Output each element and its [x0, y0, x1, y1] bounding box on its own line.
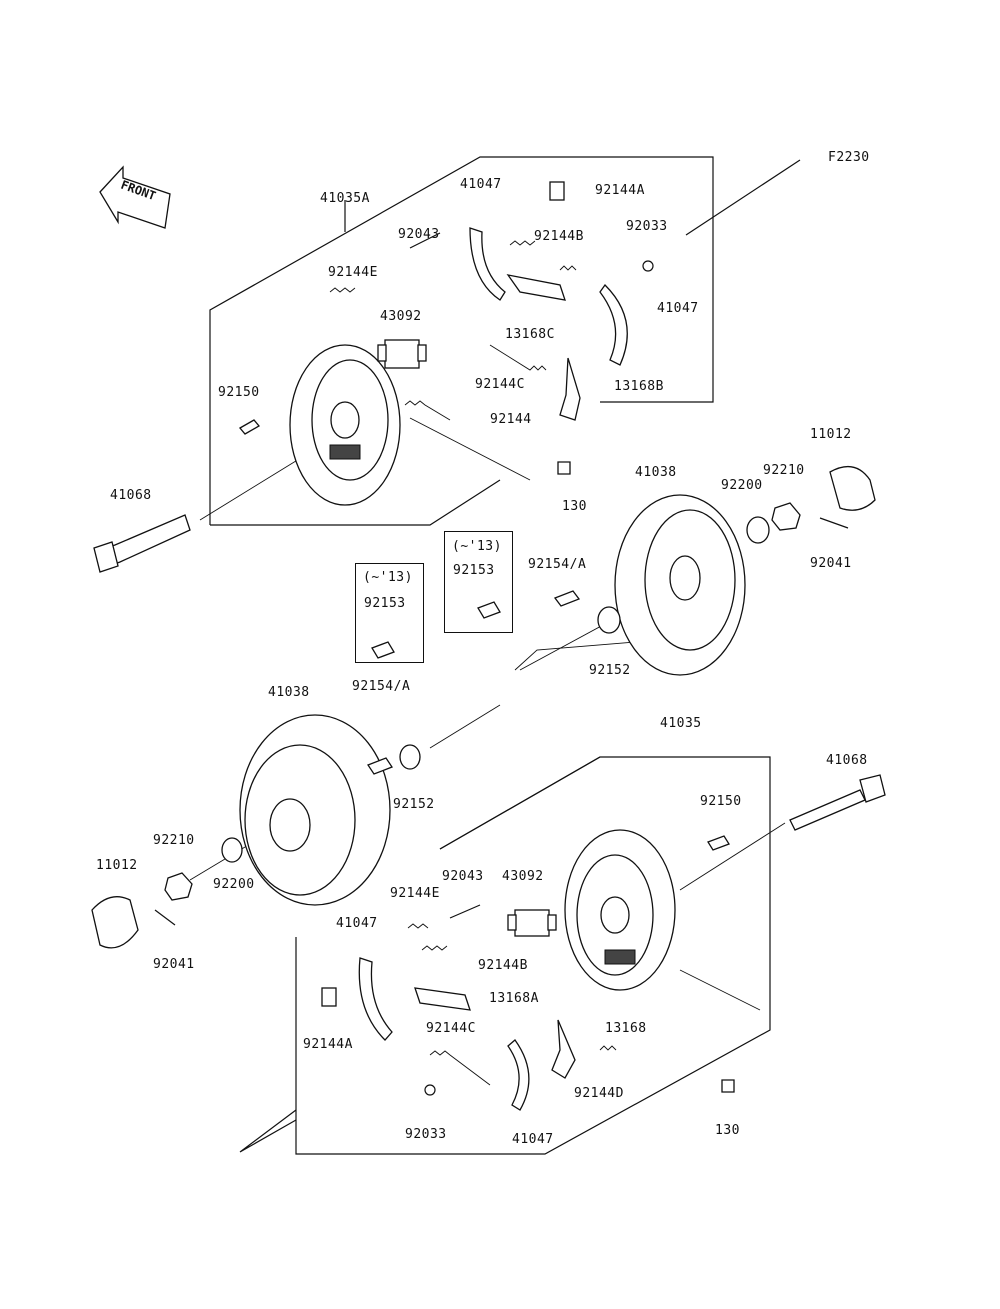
bolt-92153-a: [371, 641, 395, 659]
callout-92033-top: 92033: [626, 219, 668, 234]
lever-top: [506, 274, 566, 301]
callout-92144D: 92144D: [574, 1086, 624, 1101]
callout-13168: 13168: [605, 1021, 647, 1036]
callout-92144B-bottom: 92144B: [478, 958, 528, 973]
adjuster-top: [559, 357, 581, 421]
callout-92153-b: 92153: [453, 563, 495, 578]
callout-92144-top: 92144: [490, 412, 532, 427]
callout-92144A-top: 92144A: [595, 183, 645, 198]
callout-92144C-bottom: 92144C: [426, 1021, 476, 1036]
callout-92144A-bottom: 92144A: [303, 1037, 353, 1052]
nut-left: [164, 872, 193, 901]
callout-92150-top: 92150: [218, 385, 260, 400]
year-note-box-a: [355, 563, 424, 663]
callout-13168B: 13168B: [614, 379, 664, 394]
axle-shaft-left: [93, 514, 191, 573]
callout-130-bottom: 130: [715, 1123, 740, 1138]
front-arrow-icon: FRONT: [99, 165, 171, 229]
callout-13168A: 13168A: [489, 991, 539, 1006]
callout-92144C-top: 92144C: [475, 377, 525, 392]
callout-41035: 41035: [660, 716, 702, 731]
callout-41047-bottom: 41047: [336, 916, 378, 931]
bolt-92150-bottom: [707, 835, 730, 851]
callout-92150-bottom: 92150: [700, 794, 742, 809]
callout-92200-right: 92200: [721, 478, 763, 493]
callout-92043-top: 92043: [398, 227, 440, 242]
seal-right: [597, 606, 621, 634]
callout-11012-right: 11012: [810, 427, 852, 442]
callout-92152-left: 92152: [393, 797, 435, 812]
hub-cap-left: [91, 896, 139, 949]
year-note-1: (~'13): [363, 570, 413, 585]
callout-43092-top: 43092: [380, 309, 422, 324]
lever-bottom: [414, 987, 471, 1011]
callout-92210-left: 92210: [153, 833, 195, 848]
callout-92033-bottom: 92033: [405, 1127, 447, 1142]
callout-41047-top2: 41047: [657, 301, 699, 316]
callout-41068-left: 41068: [110, 488, 152, 503]
callout-41047-top: 41047: [460, 177, 502, 192]
callout-92153-a: 92153: [364, 596, 406, 611]
cotter-pin-left: [154, 909, 176, 926]
callout-92200-left: 92200: [213, 877, 255, 892]
cotter-pin-right: [819, 517, 849, 529]
callout-41068-right: 41068: [826, 753, 868, 768]
brake-shoe-bottom-1: [358, 957, 393, 1041]
brake-drum-left: [239, 714, 391, 906]
callout-92043-bottom: 92043: [442, 869, 484, 884]
callout-92144B-top: 92144B: [534, 229, 584, 244]
bolt-92154A-right: [553, 590, 581, 607]
brake-shoe-top-1: [469, 227, 506, 301]
nut-right: [771, 502, 801, 531]
seal-left: [399, 744, 421, 770]
callout-92210-right: 92210: [763, 463, 805, 478]
wheel-cylinder-bottom: [507, 909, 557, 937]
brake-shoe-bottom-2: [507, 1039, 530, 1111]
backing-plate-bottom: [564, 829, 676, 991]
callout-41038-left: 41038: [268, 685, 310, 700]
callout-41035A: 41035A: [320, 191, 370, 206]
adjuster-bottom: [551, 1019, 576, 1079]
callout-130-top: 130: [562, 499, 587, 514]
callout-43092-bottom: 43092: [502, 869, 544, 884]
backing-plate-top: [289, 344, 401, 506]
callout-92154A-right: 92154/A: [528, 557, 587, 572]
callout-92041-right: 92041: [810, 556, 852, 571]
callout-92041-left: 92041: [153, 957, 195, 972]
year-note-2: (~'13): [452, 539, 502, 554]
callout-92144E-top: 92144E: [328, 265, 378, 280]
bolt-92154A-left: [367, 757, 393, 775]
shoe-clip-bottom: [321, 987, 337, 1007]
axle-shaft-right: [789, 774, 886, 831]
callout-92152-right: 92152: [589, 663, 631, 678]
shoe-clip-top: [549, 181, 565, 201]
callout-92154A-left: 92154/A: [352, 679, 411, 694]
hub-cap-right: [829, 465, 876, 511]
washer-right: [746, 516, 770, 544]
brake-drum-right: [614, 494, 746, 676]
top-assembly-bracket: [209, 156, 714, 525]
wheel-cylinder-top: [377, 339, 427, 369]
year-note-box-b: [444, 531, 513, 633]
bolt-92153-b: [477, 601, 501, 619]
washer-left: [221, 837, 243, 863]
callout-13168C: 13168C: [505, 327, 555, 342]
callout-41047-bottom2: 41047: [512, 1132, 554, 1147]
figure-code: F2230: [828, 150, 870, 165]
callout-41038-right: 41038: [635, 465, 677, 480]
callout-92144E-bottom: 92144E: [390, 886, 440, 901]
brake-shoe-top-2: [599, 283, 628, 366]
callout-11012-left: 11012: [96, 858, 138, 873]
